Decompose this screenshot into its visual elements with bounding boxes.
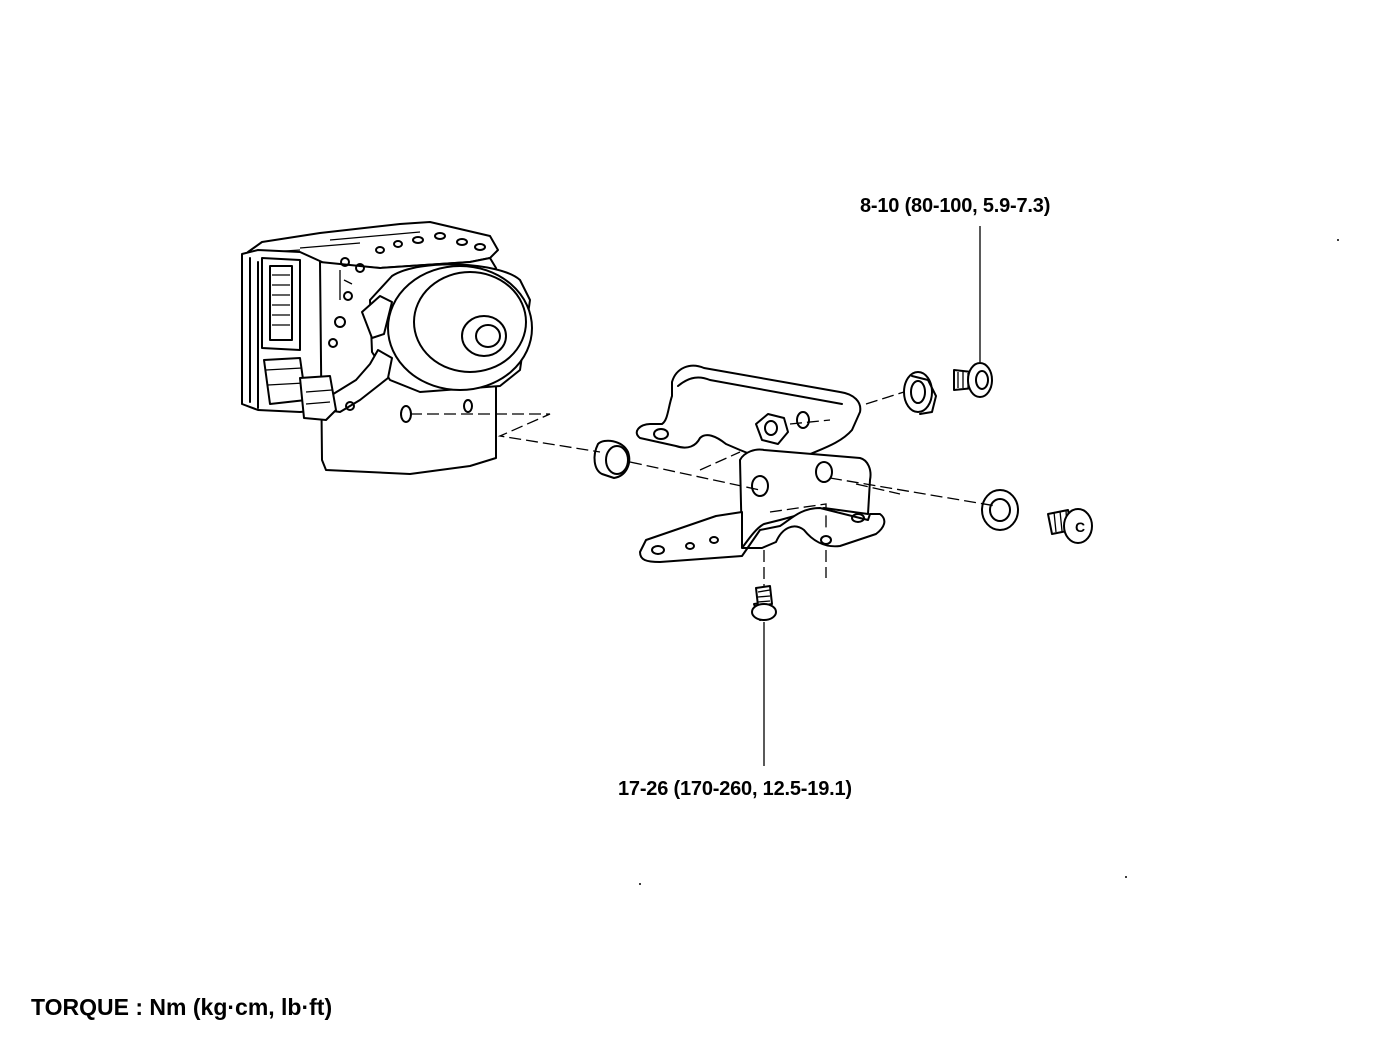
hydraulic-control-unit — [241, 221, 533, 475]
lower-bolt-torque-label: 17-26 (170-260, 12.5-19.1) — [618, 778, 852, 800]
flange-nut — [755, 413, 789, 445]
scan-noise — [639, 239, 1339, 885]
upper-bolt-torque-label: 8-10 (80-100, 5.9-7.3) — [860, 195, 1051, 217]
insulator-washer — [981, 489, 1019, 531]
torque-units-legend: TORQUE : Nm (kg·cm, lb·ft) — [31, 994, 333, 1020]
mounting-bracket — [635, 364, 886, 563]
bolt-marker-c: C — [1075, 519, 1085, 535]
upper-bolt — [953, 362, 993, 398]
side-bolt: C — [1047, 508, 1093, 544]
rubber-bushing — [593, 439, 631, 479]
assembly-guide-lines — [410, 226, 997, 766]
lower-bolt — [751, 585, 777, 621]
upper-washer — [903, 371, 937, 415]
